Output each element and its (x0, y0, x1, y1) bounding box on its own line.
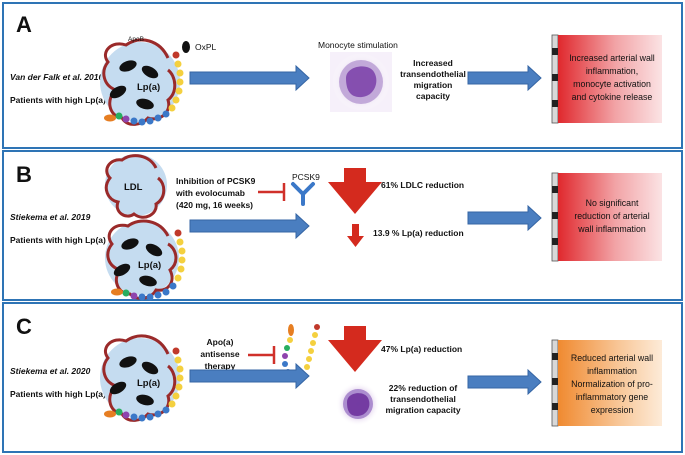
arrow-a-2 (467, 64, 542, 92)
intervention-b-line2: with evolocumab (175, 188, 245, 198)
arrow-b-2 (467, 204, 542, 232)
reduction-b-2: 13.9 % Lp(a) reduction (373, 228, 464, 238)
pcsk9-label: PCSK9 (292, 172, 320, 182)
lpa-particle-c: Lp(a) (100, 334, 184, 422)
reduction-b-1: 61% LDLC reduction (381, 180, 464, 190)
ldl-particle: LDL (104, 154, 167, 219)
panel-b-population: Patients with high Lp(a) (10, 235, 106, 245)
intervention-c-line2: antisense (200, 349, 239, 359)
artery-wall-a (551, 34, 559, 124)
outcome-box-b (558, 173, 662, 261)
inhibit-symbol-b (258, 183, 286, 201)
oxpl-legend: OxPL (182, 41, 217, 53)
monocyte-cell-a (330, 52, 392, 112)
lpa-particle-b: Lp(a) (105, 219, 186, 301)
lpa-label: Lp(a) (138, 260, 161, 271)
oxpl-label: OxPL (195, 42, 217, 52)
outcome-a-line3: monocyte activation (573, 79, 651, 89)
monocyte-stimulation-title: Monocyte stimulation (318, 40, 398, 50)
outcome-c-line2: inflammation (587, 366, 637, 376)
panel-a-citation: Van der Falk et al. 2016 (10, 72, 104, 82)
effect-a-line1: Increased (413, 58, 453, 68)
intervention-c-line3: therapy (205, 361, 236, 371)
artery-wall-b (551, 172, 559, 262)
panel-a-letter: A (16, 12, 32, 37)
arrow-a-1 (189, 64, 310, 92)
outcome-a-line2: inflammation, (586, 66, 638, 76)
oxpl-icon (182, 41, 190, 53)
effect-a-line4: capacity (416, 91, 450, 101)
monocyte-cell-c (336, 382, 380, 426)
red-down-arrow-small-b (347, 224, 364, 247)
intervention-c-line1: Apo(a) (207, 337, 234, 347)
arrow-b-1 (189, 212, 310, 240)
outcome-c-line3: Normalization of pro- (571, 379, 653, 389)
pcsk9-icon (291, 182, 315, 206)
outcome-box-c (558, 340, 662, 426)
effect-c-line1: 22% reduction of (389, 383, 458, 393)
outcome-b-line3: wall inflammation (577, 224, 646, 234)
outcome-b-line2: reduction of arterial (574, 211, 649, 221)
arrow-c-1 (189, 362, 310, 390)
outcome-a-line1: Increased arterial wall (569, 53, 655, 63)
panel-c-frame (2, 302, 683, 453)
outcome-box-a (558, 35, 662, 123)
inhibit-symbol-c (248, 346, 276, 364)
panel-c-citation: Stiekema et al. 2020 (10, 366, 91, 376)
outcome-c-line1: Reduced arterial wall (571, 353, 653, 363)
panel-b-citation: Stiekema et al. 2019 (10, 212, 91, 222)
intervention-b-line1: Inhibition of PCSK9 (176, 176, 256, 186)
apob-label: ApoB (128, 36, 144, 43)
red-down-arrow-c (328, 326, 382, 372)
outcome-a-line4: and cytokine release (572, 92, 653, 102)
red-down-arrow-large-b (328, 168, 382, 214)
effect-c-line2: transendothelial (390, 394, 456, 404)
panel-b-letter: B (16, 162, 32, 187)
arrow-c-2 (467, 368, 542, 396)
intervention-b-line3: (420 mg, 16 weeks) (176, 200, 253, 210)
lpa-label: Lp(a) (137, 378, 160, 389)
panel-a-frame (2, 2, 683, 149)
effect-a-line2: transendothelial (400, 69, 466, 79)
lpa-particle-a: Lp(a) ApoB (100, 36, 184, 126)
effect-a-line3: migration (414, 80, 453, 90)
panel-a-population: Patients with high Lp(a) (10, 95, 106, 105)
ldl-label: LDL (124, 182, 143, 193)
lpa-label: Lp(a) (137, 82, 160, 93)
reduction-c-1: 47% Lp(a) reduction (381, 344, 462, 354)
outcome-c-line4: inflammatory gene (576, 392, 648, 402)
panel-b-frame (2, 150, 683, 301)
outcome-c-line5: expression (591, 405, 634, 415)
panel-c-letter: C (16, 314, 32, 339)
outcome-b-line1: No significant (586, 198, 639, 208)
panel-c-population: Patients with high Lp(a) (10, 389, 106, 399)
artery-wall-c (551, 339, 559, 427)
effect-c-line3: migration capacity (385, 405, 460, 415)
